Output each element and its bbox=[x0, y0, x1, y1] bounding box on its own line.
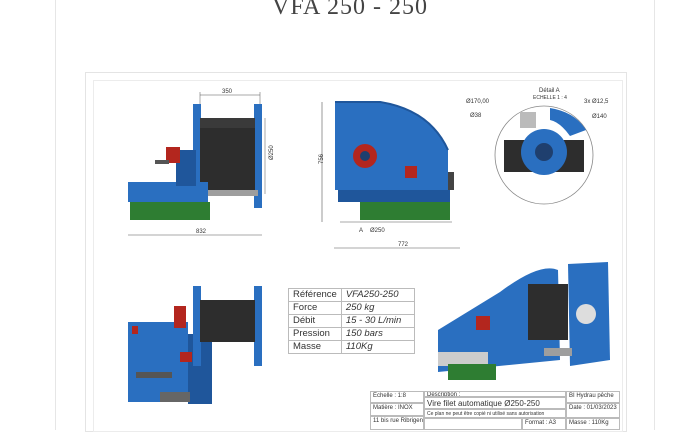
tb-company: BI Hydrau pêche bbox=[566, 391, 620, 403]
dim-drum-diameter: Ø250 bbox=[269, 145, 275, 160]
spec-value: 15 - 30 L/min bbox=[340, 314, 415, 328]
spec-row: Référence VFA250-250 bbox=[288, 288, 415, 302]
side-view: 756 Ø250 A 772 bbox=[319, 101, 460, 249]
dim-overall-length: 832 bbox=[196, 229, 207, 235]
title-block: Echelle : 1:8 Matière : INOX 11 bis rue … bbox=[370, 391, 620, 430]
detail-title: Détail A bbox=[539, 88, 560, 94]
spec-value: 110Kg bbox=[340, 340, 415, 354]
spec-row: Force 250 kg bbox=[288, 301, 415, 315]
tb-description: Vire filet automatique Ø250-250 bbox=[424, 397, 566, 409]
spec-value: 150 bars bbox=[340, 327, 415, 341]
spec-value: 250 kg bbox=[340, 301, 415, 315]
tb-mass: Masse : 110Kg bbox=[566, 418, 620, 430]
spec-label: Pression bbox=[288, 327, 342, 341]
dim-shaft: Ø250 bbox=[370, 228, 385, 234]
section-marker: A bbox=[359, 228, 363, 234]
tb-format: Format : A3 bbox=[522, 418, 566, 430]
tb-material: Matière : INOX bbox=[370, 403, 424, 416]
dim-top-width: 350 bbox=[222, 89, 233, 95]
spec-value: VFA250-250 bbox=[340, 288, 415, 302]
spec-row: Débit 15 - 30 L/min bbox=[288, 314, 415, 328]
page-title: VFA 250 - 250 bbox=[272, 0, 428, 20]
detail-holes: 3x Ø12,5 bbox=[584, 99, 609, 105]
tb-notice: Ce plan ne peut être copié ni utilisé sa… bbox=[424, 409, 566, 418]
spec-label: Débit bbox=[288, 314, 342, 328]
page-frame bbox=[55, 0, 655, 430]
spec-row: Pression 150 bars bbox=[288, 327, 415, 341]
spec-table: Référence VFA250-250 Force 250 kg Débit … bbox=[288, 288, 415, 354]
dim-height: 756 bbox=[319, 153, 325, 164]
dim-depth: 772 bbox=[398, 242, 409, 248]
detail-d-outer: Ø170,00 bbox=[466, 99, 490, 105]
tb-description-label: Description : bbox=[424, 391, 566, 397]
iso-view-right bbox=[438, 262, 610, 380]
detail-d-140: Ø140 bbox=[592, 114, 607, 120]
tb-logo-area bbox=[424, 418, 522, 430]
spec-row: Masse 110Kg bbox=[288, 340, 415, 354]
spec-label: Force bbox=[288, 301, 342, 315]
tb-address: 11 bis rue Ribrigen bbox=[370, 416, 424, 430]
detail-d-small: Ø38 bbox=[470, 113, 482, 119]
tb-date: Date : 01/03/2023 bbox=[566, 403, 620, 418]
detail-view: Détail A ECHELLE 1 : 4 Ø170,00 Ø38 3x Ø1… bbox=[466, 88, 609, 205]
spec-label: Masse bbox=[288, 340, 342, 354]
iso-view-left bbox=[128, 286, 262, 404]
front-view: 350 Ø250 832 bbox=[128, 89, 275, 236]
spec-label: Référence bbox=[288, 288, 342, 302]
detail-scale: ECHELLE 1 : 4 bbox=[533, 95, 567, 101]
tb-scale: Echelle : 1:8 bbox=[370, 391, 424, 403]
